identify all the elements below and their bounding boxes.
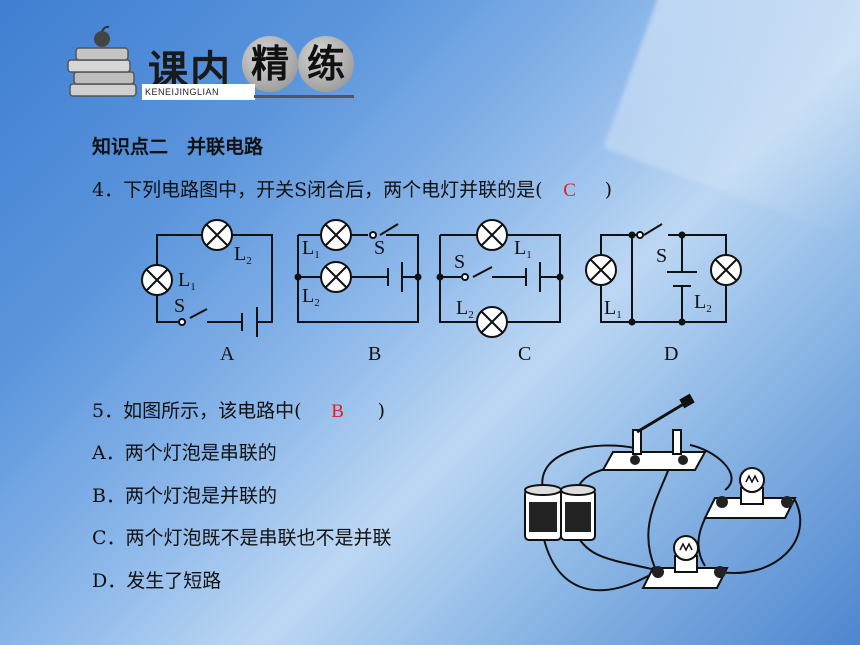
battery-icon-1	[524, 484, 562, 541]
books-icon	[67, 25, 137, 97]
circuit-b-S-label: S	[374, 237, 385, 259]
header-pinyin: KENEIJINGLIAN	[142, 84, 255, 100]
q4-close-paren: )	[604, 179, 613, 201]
q5-choice-d: D．发生了短路	[92, 570, 222, 592]
q5-text: 5．如图所示，该电路中(	[92, 400, 302, 422]
circuit-b: L1 L2 S B	[294, 219, 422, 365]
circuit-b-L1-label: L1	[302, 237, 320, 261]
circuit-d: S L1 L2 D	[585, 223, 742, 365]
bulb-icon-2	[673, 535, 699, 561]
option-d-label: D	[664, 343, 678, 365]
header-char-circle-2: 练	[298, 36, 354, 92]
q5-choice-c: C．两个灯泡既不是串联也不是并联	[92, 527, 392, 549]
circuit-c-L1-label: L1	[514, 237, 532, 261]
circuit-c: L1 S L2 C	[436, 219, 564, 365]
circuit-d-S-label: S	[656, 245, 667, 267]
circuit-a-L2-label: L2	[234, 243, 252, 267]
header-char-circle-1: 精	[242, 36, 298, 92]
battery-icon-2	[560, 484, 596, 541]
option-c-label: C	[518, 343, 531, 365]
circuit-a-S-label: S	[174, 295, 185, 317]
background-highlight	[603, 0, 860, 237]
bulb-holder-2	[641, 535, 729, 589]
q5-choice-a: A．两个灯泡是串联的	[92, 442, 277, 464]
header-underline	[254, 95, 354, 98]
q5-choice-b: B．两个灯泡是并联的	[92, 485, 277, 507]
bulb-holder-1	[703, 467, 797, 519]
circuit-a-L1-label: L1	[178, 269, 196, 293]
circuit-d-L1-label: L1	[604, 297, 622, 321]
lesson-header: 课内 精 练 KENEIJINGLIAN	[64, 24, 364, 104]
option-b-label: B	[368, 343, 381, 365]
q4-text: 4．下列电路图中，开关S闭合后，两个电灯并联的是(	[92, 179, 543, 201]
bulb-icon-1	[739, 467, 765, 493]
option-a-label: A	[220, 343, 235, 365]
circuit-illustration	[524, 393, 802, 592]
switch-base	[601, 451, 707, 471]
q4-answer: C	[563, 180, 576, 201]
section-title: 知识点二 并联电路	[92, 136, 264, 158]
circuit-c-L2-label: L2	[456, 297, 474, 321]
circuit-d-L2-label: L2	[694, 291, 712, 315]
circuit-a: L2 L1 S A	[141, 219, 273, 365]
q5-answer: B	[331, 401, 344, 422]
q5-stem: 5．如图所示，该电路中( B )	[92, 396, 385, 423]
q4-stem: 4．下列电路图中，开关S闭合后，两个电灯并联的是( C )	[92, 175, 612, 202]
circuit-b-L2-label: L2	[302, 285, 320, 309]
circuit-c-S-label: S	[454, 251, 465, 273]
q5-close-paren: )	[377, 400, 386, 422]
